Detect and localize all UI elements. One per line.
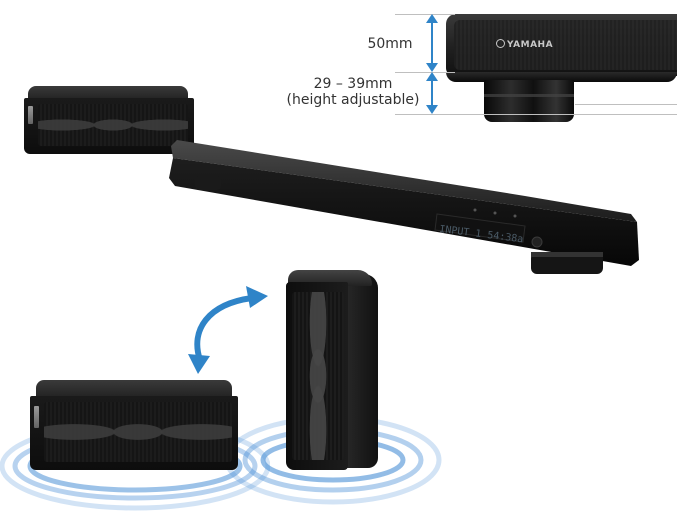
- curved-double-arrow-icon: [188, 286, 268, 374]
- height-feet-note: (height adjustable): [286, 92, 420, 108]
- subwoofer-tower: [282, 270, 380, 470]
- soundbar-closeup: YAMAHA: [440, 12, 677, 122]
- adjustable-foot: [484, 80, 574, 122]
- soundbar-main: [169, 140, 639, 274]
- yamaha-logo: YAMAHA: [496, 39, 553, 50]
- dimension-arrow-icon: [426, 14, 438, 114]
- guide-line-bottom: [395, 114, 677, 115]
- guide-line-top: [395, 14, 455, 15]
- center-speaker-top: [24, 86, 200, 156]
- tuning-fork-icon: [496, 39, 505, 48]
- height-main-label: 50mm: [367, 36, 413, 52]
- guide-line-mid: [395, 72, 455, 73]
- height-feet-label: 29 – 39mm (height adjustable): [283, 76, 423, 108]
- height-feet-range: 29 – 39mm: [313, 76, 393, 92]
- guide-line-floor: [575, 104, 677, 105]
- center-speaker-bottom: [30, 380, 244, 472]
